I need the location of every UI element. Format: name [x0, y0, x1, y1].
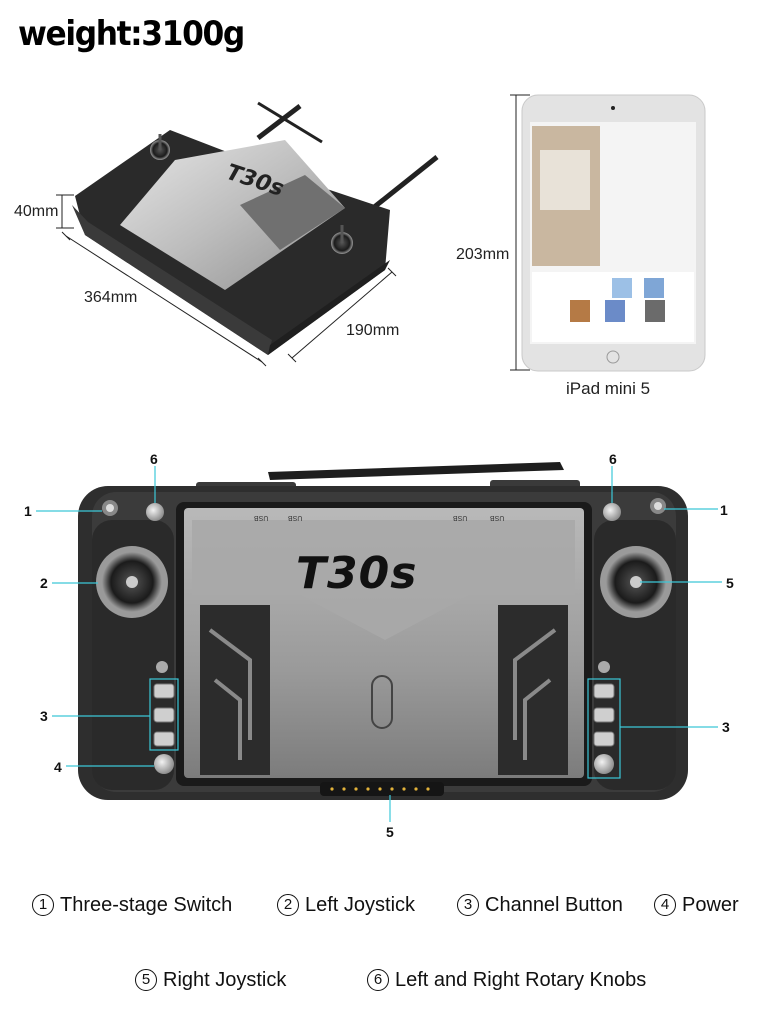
usb-label-1: USB — [254, 514, 269, 521]
legend-number: 3 — [457, 894, 479, 916]
legend-label: Three-stage Switch — [60, 894, 233, 916]
callout-right-switch: 1 — [720, 502, 728, 518]
ipad-illustration — [521, 94, 706, 372]
legend-item-2: 2 Left Joystick — [277, 894, 415, 917]
callout-right-joystick: 5 — [726, 575, 734, 591]
dimension-lines — [56, 94, 530, 371]
legend-item-3: 3 Channel Button — [457, 894, 623, 917]
legend-number: 5 — [135, 969, 157, 991]
length-dimension: 364mm — [84, 289, 138, 306]
legend-label: Channel Button — [485, 894, 623, 916]
callout-right-buttons: 3 — [722, 719, 730, 735]
callout-left-knob: 6 — [150, 451, 158, 467]
ipad-height-dimension: 203mm — [456, 246, 510, 263]
callout-power: 4 — [54, 759, 62, 775]
front-device — [78, 462, 688, 800]
isometric-device: T30s — [72, 101, 439, 355]
usb-label-2: USB — [288, 514, 303, 521]
legend-number: 1 — [32, 894, 54, 916]
legend-item-1: 1 Three-stage Switch — [32, 894, 232, 917]
legend-label: Left Joystick — [305, 894, 416, 916]
legend-item-6: 6 Left and Right Rotary Knobs — [367, 969, 646, 992]
legend-label: Left and Right Rotary Knobs — [395, 969, 647, 991]
callout-lines — [36, 466, 722, 822]
usb-label-4: USB — [490, 514, 505, 521]
callout-right-knob: 6 — [609, 451, 617, 467]
usb-label-3: USB — [453, 514, 468, 521]
callout-left-switch: 1 — [24, 503, 32, 519]
legend-item-5: 5 Right Joystick — [135, 969, 286, 992]
legend-label: Right Joystick — [163, 969, 287, 991]
front-logo: T30s — [296, 548, 418, 599]
legend-label: Power — [682, 894, 739, 916]
callout-left-joystick: 2 — [40, 575, 48, 591]
ipad-caption: iPad mini 5 — [566, 379, 651, 398]
legend-item-4: 4 Power — [654, 894, 739, 917]
height-dimension: 40mm — [14, 203, 59, 220]
callout-left-buttons: 3 — [40, 708, 48, 724]
width-dimension: 190mm — [346, 322, 400, 339]
weight-title: weight:3100g — [18, 14, 245, 54]
legend-number: 6 — [367, 969, 389, 991]
callout-bottom: 5 — [386, 824, 394, 840]
legend-number: 2 — [277, 894, 299, 916]
legend-number: 4 — [654, 894, 676, 916]
